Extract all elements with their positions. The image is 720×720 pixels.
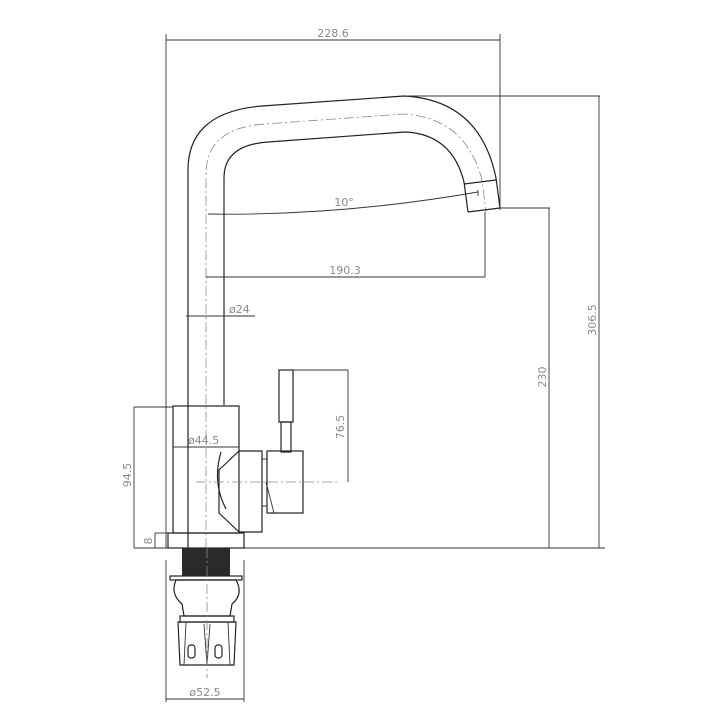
dim-label-shank-diameter: ø52.5 [189, 686, 220, 699]
dim-body-height: 94.5 [121, 406, 173, 548]
dim-body-diameter: ø44.5 [173, 434, 239, 448]
dim-overall-width: 228.6 [165, 27, 501, 548]
dim-label-body-height: 94.5 [121, 463, 134, 488]
dim-label-flange-height: 8 [142, 538, 155, 545]
dim-shank-diameter: ø52.5 [165, 560, 245, 702]
faucet-body [172, 369, 340, 534]
dim-spout-reach: 190.3 [206, 212, 486, 278]
dim-label-tube-diameter: ø24 [229, 303, 250, 316]
dim-spout-angle: 10° [207, 191, 479, 215]
dim-label-overall-height: 306.5 [586, 304, 599, 336]
dim-label-body-diameter: ø44.5 [188, 434, 219, 447]
dim-label-outlet-height: 230 [536, 367, 549, 388]
dim-overall-height: 306.5 [404, 95, 600, 548]
dim-label-overall-width: 228.6 [317, 27, 349, 40]
dim-label-spout-angle: 10° [334, 196, 354, 209]
dim-handle-height: 76.5 [293, 369, 349, 482]
dim-label-spout-reach: 190.3 [329, 264, 361, 277]
dim-label-handle-height: 76.5 [334, 415, 347, 440]
dim-outlet-height: 230 [500, 207, 550, 548]
spout-tube [187, 95, 501, 548]
mounting-shank [167, 532, 245, 678]
dim-tube-diameter: ø24 [186, 303, 255, 317]
dim-flange-height: 8 [142, 532, 168, 548]
